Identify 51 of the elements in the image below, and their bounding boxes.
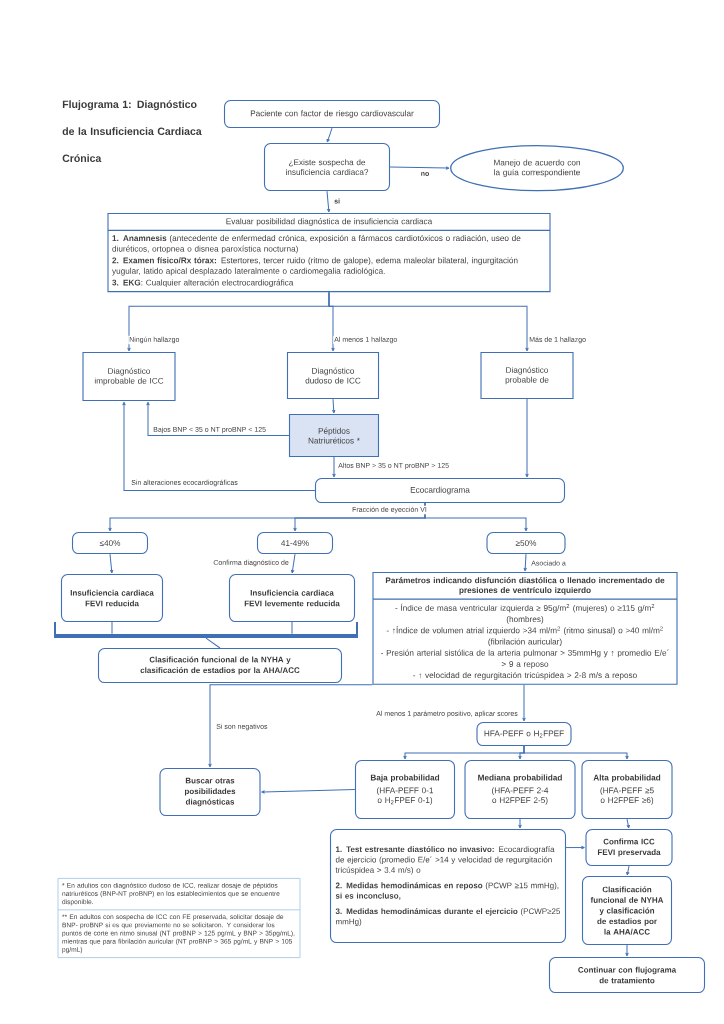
arrow bbox=[146, 401, 290, 437]
decision-box: ¿Existe sospecha de insuficiencia cardiaca? bbox=[263, 143, 391, 192]
arrow bbox=[326, 190, 331, 213]
arrow bbox=[523, 745, 629, 760]
bracket bbox=[54, 621, 358, 638]
probability-box: Alta probabilidad (HFA-PEFF ≥5 o H2FPEF ≥6) bbox=[581, 760, 673, 820]
arrow bbox=[626, 865, 630, 876]
process-box: ≤40% bbox=[71, 532, 149, 555]
process-box: Diagnóstico probable de bbox=[480, 352, 574, 400]
arrow bbox=[522, 684, 526, 722]
process-box: Péptidos Natriuréticos * bbox=[288, 414, 380, 458]
process-box: Continuar con flujograma de tratamiento bbox=[548, 957, 706, 994]
test-box: 1. Test estresante diastólico no invasivo: Ecocardiografía de ejercicio (promedio E/e´ >14 y velocidad de regurgitación tricúspidea > 3.4 m/s) o 2. Medidas hemodinámicas en reposo (PCWP ≥15 mmHg), si es inconcluso, 3. Medidas hemodinámicas durante el ejercicio (PCWP≥25 mmHg) bbox=[329, 829, 567, 944]
process-box: Insuficiencia cardiaca FEVI reducida bbox=[60, 574, 164, 623]
arrow bbox=[518, 818, 522, 829]
process-box: Clasificación funcional de la NYHA y clasificación de estadios por la AHA/ACC bbox=[97, 648, 343, 684]
arrow bbox=[565, 845, 585, 850]
process-box: Buscar otras posibilidades diagnósticas bbox=[159, 768, 261, 817]
probability-box: Mediana probabilidad (HFA-PEFF 2-4 o H2FPEF 2-5) bbox=[464, 760, 576, 820]
arrow bbox=[328, 291, 529, 352]
arrow bbox=[332, 398, 336, 414]
process-box: Ecocardiograma bbox=[314, 478, 566, 504]
arrow bbox=[525, 398, 529, 478]
process-box: Paciente con factor de riesgo cardiovascular bbox=[223, 100, 441, 129]
arrow bbox=[332, 456, 336, 478]
connector-line bbox=[111, 621, 113, 635]
arrow bbox=[625, 944, 629, 957]
process-box: Diagnóstico improbable de ICC bbox=[82, 352, 176, 402]
title: Flujograma 1: Diagnóstico de la Insuficiencia Cardiaca Crónica bbox=[62, 100, 202, 162]
arrow bbox=[626, 818, 630, 829]
arrow bbox=[261, 789, 356, 794]
process-box: ≥50% bbox=[486, 532, 566, 555]
process-box: HFA-PEFF o H$_{2}$FPEF bbox=[476, 722, 572, 747]
process-box: 41-49% bbox=[256, 532, 334, 555]
process-box: Evaluar posibilidad diagnóstica de insuficiencia cardiaca 1. Anamnesis (antecedente de enfermedad crónica, exposición a fármacos cardiotóxicos o radiación, useo de diuréticos, ortopnea o disnea paroxística nocturna) 2. Examen físico/Rx tórax: Estertores, tercer ruido (ritmo de galope), edema maleolar bilateral, ingurgitación yugular, latido apical desplazado lateralmente o cardiomegalia radiológica. 3. EKG: Cualquier alteración electrocardiográfica bbox=[107, 213, 551, 293]
arrow bbox=[523, 553, 527, 572]
arrow bbox=[208, 684, 373, 768]
process-box: Insuficiencia cardiaca FEVI levemente reducida bbox=[228, 574, 356, 623]
connector-line bbox=[205, 637, 221, 649]
arrow bbox=[389, 166, 450, 170]
arrow bbox=[109, 553, 114, 574]
process-box: Diagnóstico dudoso de ICC bbox=[286, 352, 380, 400]
arrow bbox=[290, 553, 296, 574]
arrow bbox=[326, 127, 333, 143]
process-box: Clasificación funcional de NYHA y clasificación de estadios por la AHA/ACC bbox=[581, 876, 673, 946]
criteria-box: Parámetros indicando disfunción diastólica o llenado incrementado de presiones de ventrículo izquierdo - Índice de masa ventricular izquierda ≥ 95g/m$^{2}$ (mujeres) o ≥115 g/m$^{2}$ (hombres) - ↑Índice de volumen atrial izquierdo >34 ml/m$^{2}$ (ritmo sinusal) o >40 ml/m$^{2}$ (fibrilación auricular) - Presión arterial sistólica de la arteria pulmonar > 35mmHg y ↑ promedio E/e´ > 9 a reposo - ↑ velocidad de regurgitación tricúspidea > 2-8 m/s a reposo bbox=[372, 572, 678, 685]
process-box: Confirma ICC FEVI preservada bbox=[585, 829, 673, 867]
arrow bbox=[122, 401, 316, 492]
probability-box: Baja probabilidad (HFA-PEFF 0-1 o H$_{2}$FPEF 0-1) bbox=[354, 760, 456, 820]
arrow bbox=[424, 502, 528, 532]
connector-line bbox=[291, 621, 293, 635]
